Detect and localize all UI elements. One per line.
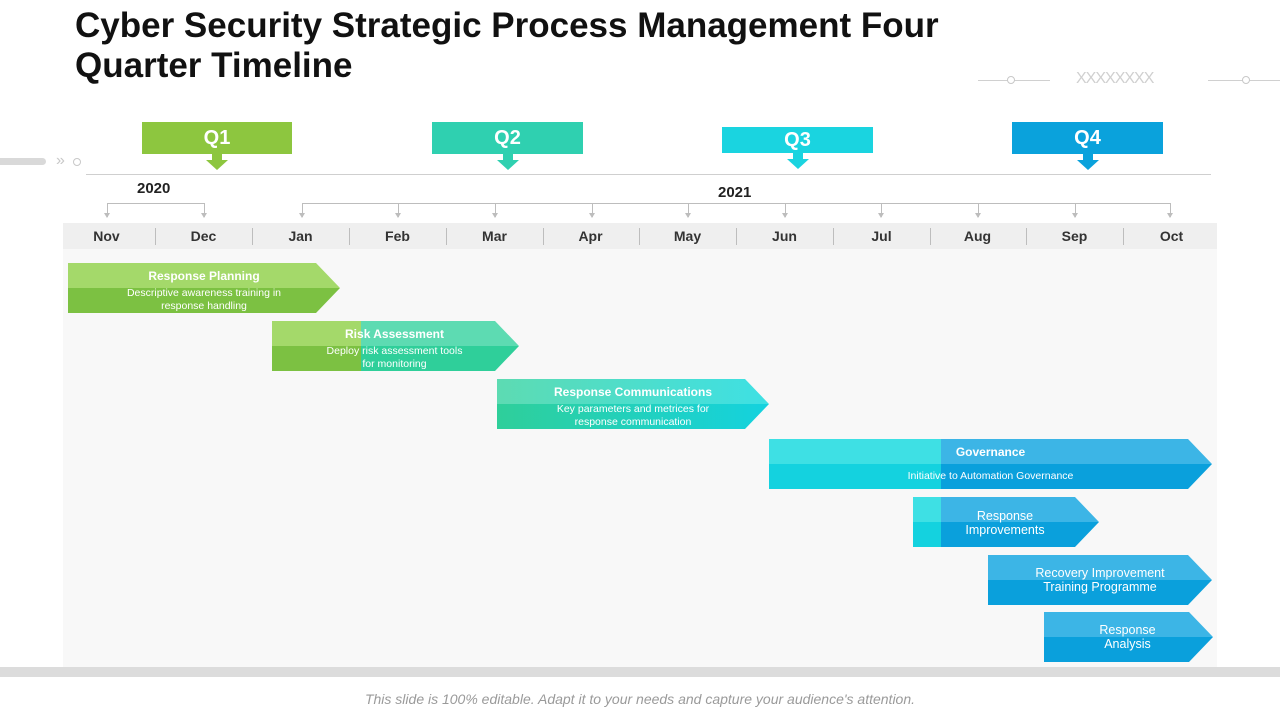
quarter-label: Q4 bbox=[1074, 126, 1101, 149]
slide-title: Cyber Security Strategic Process Managem… bbox=[75, 6, 939, 85]
footer-divider bbox=[0, 667, 1280, 677]
task-response-communications: Response Communications Key parameters a… bbox=[497, 379, 769, 429]
month-may: May bbox=[673, 228, 702, 244]
divider bbox=[86, 174, 1211, 175]
year-label-2020: 2020 bbox=[137, 180, 171, 197]
month-aug: Aug bbox=[963, 228, 992, 244]
month-jun: Jun bbox=[772, 228, 797, 244]
month-jan: Jan bbox=[288, 228, 313, 244]
footer-note: This slide is 100% editable. Adapt it to… bbox=[364, 691, 916, 707]
arrow-down-icon bbox=[496, 154, 519, 170]
month-header bbox=[63, 223, 1217, 249]
task-risk-assessment: Risk Assessment Deploy risk assessment t… bbox=[272, 321, 519, 371]
month-jul: Jul bbox=[871, 228, 892, 244]
task-title: Response Communications bbox=[553, 385, 713, 399]
quarter-label: Q2 bbox=[494, 126, 521, 149]
month-oct: Oct bbox=[1159, 228, 1184, 244]
chevron-right-icon: » bbox=[56, 152, 65, 169]
task-title: Governance bbox=[955, 445, 1026, 459]
month-apr: Apr bbox=[578, 228, 603, 244]
month-nov: Nov bbox=[93, 228, 120, 244]
arrow-down-icon bbox=[1076, 154, 1099, 170]
year-label-2021: 2021 bbox=[718, 184, 752, 201]
arrow-down-icon bbox=[206, 154, 228, 170]
quarter-q4: Q4 bbox=[1012, 122, 1163, 170]
arrow-down-icon bbox=[786, 153, 809, 169]
quarter-label: Q1 bbox=[203, 126, 231, 149]
month-dec: Dec bbox=[190, 228, 217, 244]
quarter-q1: Q1 bbox=[142, 122, 292, 170]
task-title: Response Planning bbox=[148, 269, 260, 283]
task-title: Risk Assessment bbox=[345, 327, 444, 341]
month-feb: Feb bbox=[385, 228, 410, 244]
task-description: Initiative to Automation Governance bbox=[907, 470, 1074, 482]
decor-x-marks: XXXXXXXX bbox=[1076, 70, 1154, 87]
task-governance: Governance Initiative to Automation Gove… bbox=[769, 439, 1212, 489]
month-sep: Sep bbox=[1061, 228, 1088, 244]
month-mar: Mar bbox=[482, 228, 507, 244]
quarter-label: Q3 bbox=[784, 128, 811, 151]
quarter-q3: Q3 bbox=[722, 127, 873, 169]
task-response-planning: Response Planning Descriptive awareness … bbox=[68, 263, 340, 313]
quarter-q2: Q2 bbox=[432, 122, 583, 170]
